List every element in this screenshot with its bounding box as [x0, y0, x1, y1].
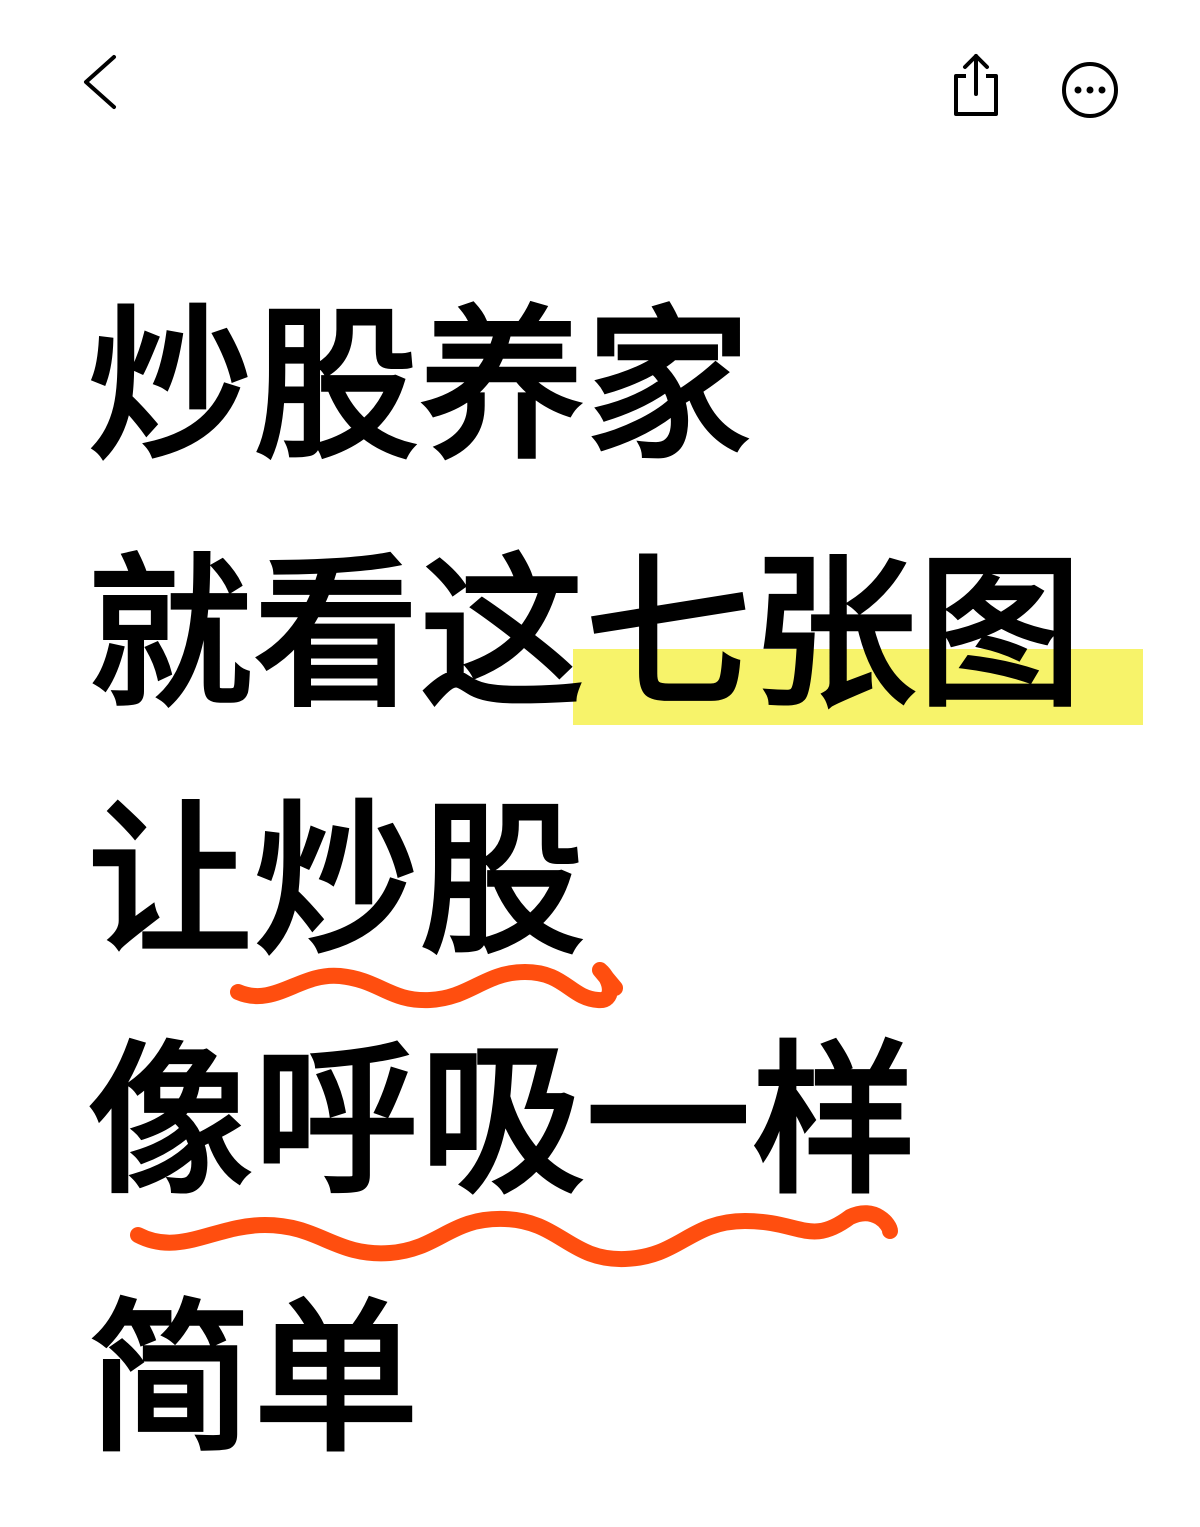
- highlighted-phrase: 七张图: [586, 539, 1085, 730]
- poster-line-3: 让炒股: [88, 800, 586, 964]
- poster-line-4-text: 像呼吸一样: [88, 1026, 919, 1217]
- more-icon: [1062, 62, 1118, 118]
- poster-line-5-text: 简单: [88, 1284, 421, 1475]
- poster-line-3-text: 让: [88, 786, 255, 977]
- back-button[interactable]: [68, 45, 138, 119]
- more-options-button[interactable]: [1055, 55, 1125, 125]
- chevron-left-icon: [84, 55, 116, 109]
- wavy-underline-1: [230, 962, 623, 1009]
- poster-line-2-text: 就看这: [88, 539, 587, 730]
- share-button[interactable]: [940, 48, 1012, 120]
- poster-line-1: 炒股养家: [88, 305, 752, 469]
- share-icon: [954, 54, 998, 116]
- poster-line-1-text: 炒股养家: [88, 291, 753, 482]
- top-bar: [0, 0, 1200, 170]
- poster-line-5: 简单: [88, 1298, 420, 1462]
- poster-line-4: 像呼吸一样: [88, 1040, 918, 1204]
- yellow-highlight-mark: [573, 649, 1143, 725]
- underlined-phrase: 炒股: [254, 786, 587, 977]
- poster-line-2: 就看这七张图: [88, 553, 1084, 717]
- wavy-underline-2: [130, 1205, 898, 1268]
